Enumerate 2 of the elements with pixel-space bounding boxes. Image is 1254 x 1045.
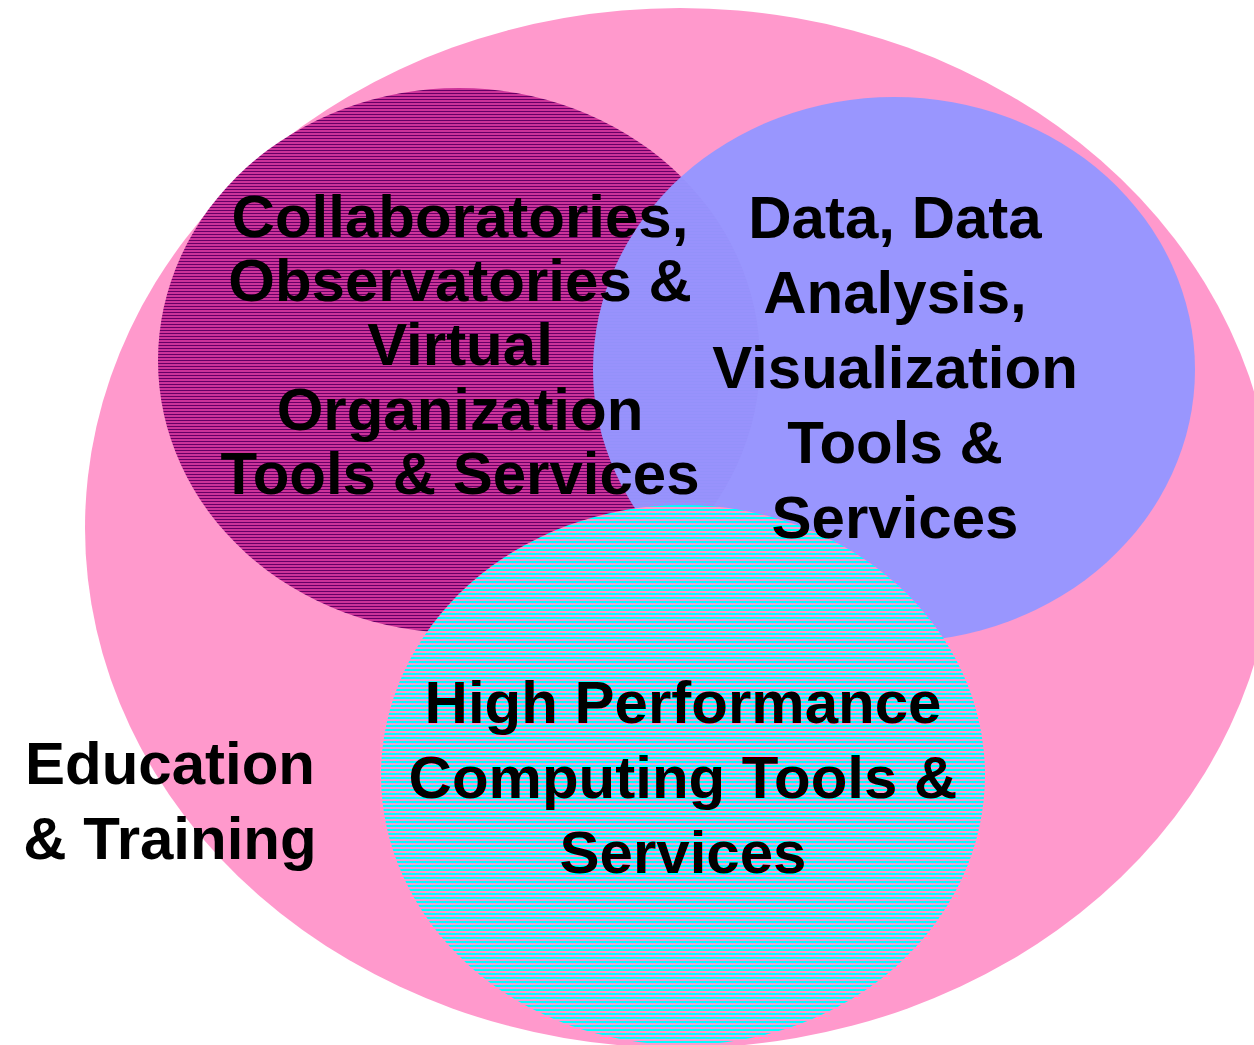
circle-label: Education & Training	[22, 729, 318, 874]
circle-label: Data, Data Analysis, Visualization Tools & Services	[711, 183, 1079, 553]
